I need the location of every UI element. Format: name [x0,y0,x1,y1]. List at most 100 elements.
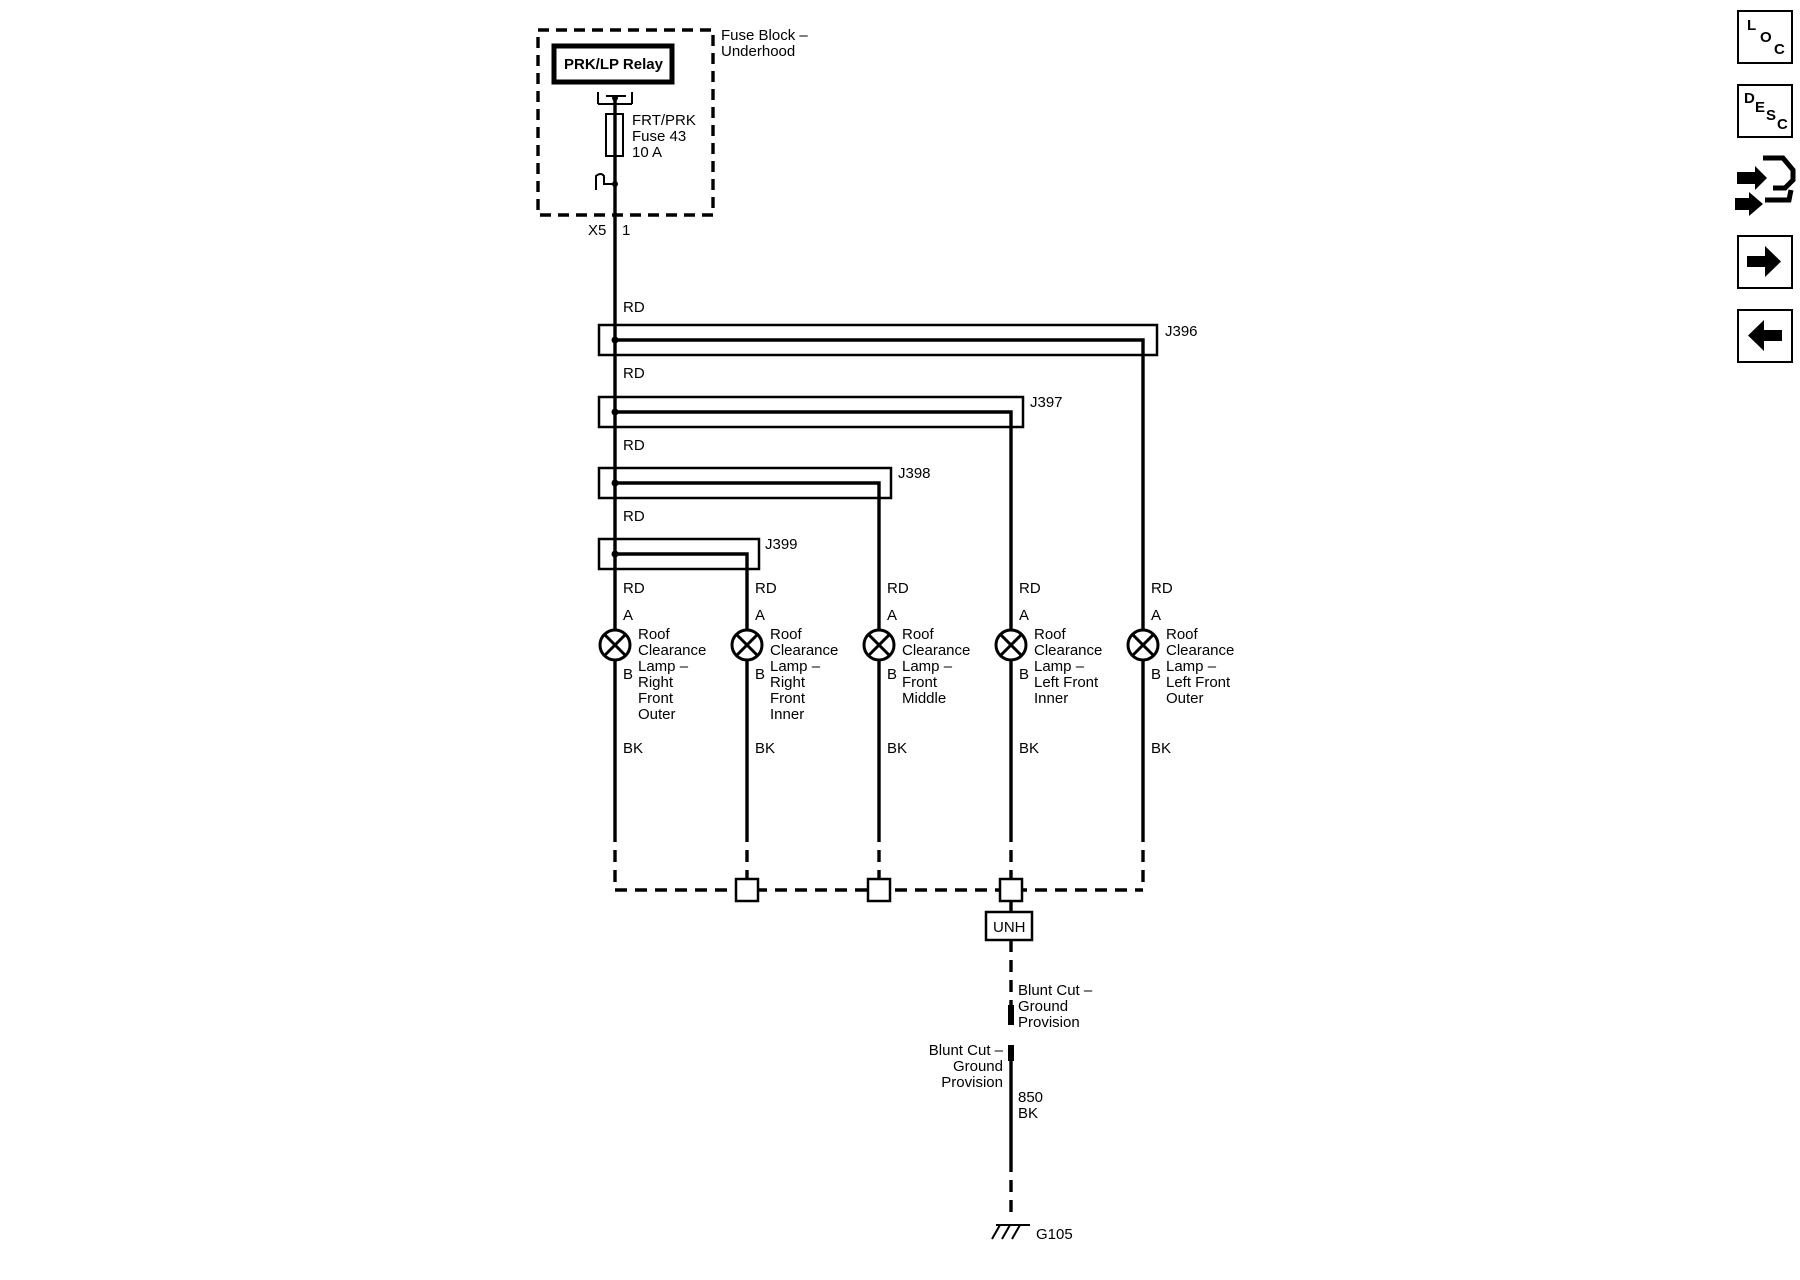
ground-point-label: G105 [1036,1226,1073,1243]
lamp-name-line-2: Clearance [1034,642,1102,659]
lamp-name-line-5: Outer [1166,690,1204,707]
lamp-name-line-4: Front [902,674,938,691]
lamp-name-line-6: Inner [770,706,804,723]
prk-lp-relay-box [551,43,675,85]
lamp-name-line-5: Inner [1034,690,1068,707]
splice-j398-label: J398 [898,465,931,482]
connector-x5-label: X5 [588,222,606,239]
splice-j396-label: J396 [1165,323,1198,340]
loc-letter-o: O [1760,29,1772,46]
lamp-name-line-2: Clearance [1166,642,1234,659]
lamp-name-line-1: Roof [902,626,935,643]
splice-j399: J399 [597,536,798,830]
lamp-name-line-3: Lamp – [770,658,821,675]
location-button[interactable]: L O C [1737,10,1793,64]
lamp-name-line-1: Roof [1166,626,1199,643]
lamp-feed-color-label: RD [1151,580,1173,597]
desc-letter-d: D [1744,90,1755,107]
trunk-color-label-4: RD [623,508,645,525]
terminal-hook-symbol [595,173,615,190]
blunt-cut-lower-line1: Blunt Cut – [929,1042,1004,1059]
fuse-label-line1: FRT/PRK [632,112,696,129]
blunt-cut-upper-symbol [1008,1005,1014,1025]
next-page-button[interactable] [1737,235,1793,289]
desc-letter-c: C [1777,116,1788,133]
lamp-name-line-5: Middle [902,690,946,707]
unh-box [984,910,1034,942]
lamp-name-line-2: Clearance [638,642,706,659]
ground-circuit-number: 850 [1018,1089,1043,1106]
lamp-pin-a-label: A [1151,607,1161,624]
ground-bus-connector-1 [734,877,760,903]
blunt-cut-lower-line3: Provision [941,1074,1003,1091]
desc-letter-e: E [1755,99,1766,116]
blunt-cut-lower-line2: Ground [953,1058,1003,1075]
splice-j399-label: J399 [765,536,798,553]
lamp-name-line-2: Clearance [902,642,970,659]
lamp-feed-color-label: RD [755,580,777,597]
lamp-name-line-3: Lamp – [1166,658,1217,675]
ground-bus-connector-2 [866,877,892,903]
previous-page-button[interactable] [1737,309,1793,363]
lamp-ground-color-label: BK [1019,740,1039,757]
blunt-cut-upper-line3: Provision [1018,1014,1080,1031]
blunt-cut-upper-line2: Ground [1018,998,1068,1015]
blunt-cut-lower-symbol [1008,1045,1014,1061]
splice-j397-label: J397 [1030,394,1063,411]
ground-circuit-color: BK [1018,1105,1038,1122]
trunk-color-label-2: RD [623,365,645,382]
lamp-ground-color-label: BK [623,740,643,757]
lamp-pin-a-label: A [755,607,765,624]
blunt-cut-upper-line1: Blunt Cut – [1018,982,1093,999]
fuse-label-line3: 10 A [632,144,662,161]
lamp-pin-a-label: A [887,607,897,624]
desc-letter-s: S [1766,107,1777,124]
lamp-pin-b-label: B [755,666,765,683]
connector-end-view-icon[interactable] [1733,152,1797,220]
lamp-name-line-5: Front [638,690,674,707]
lamp-name-line-4: Left Front [1034,674,1099,691]
lamp-feed-color-label: RD [623,580,645,597]
lamp-name-line-3: Lamp – [902,658,953,675]
trunk-color-label-3: RD [623,437,645,454]
lamp-name-line-1: Roof [1034,626,1067,643]
splice-j397: J397 [597,394,1063,830]
lamp-name-line-3: Lamp – [638,658,689,675]
ground-bus-connector-3 [998,877,1024,903]
lamp-pin-b-label: B [623,666,633,683]
lamp-name-line-2: Clearance [770,642,838,659]
lamp-ground-color-label: BK [1151,740,1171,757]
fuse-block-label-line2: Underhood [721,43,795,60]
arrow-right-icon [1747,246,1781,277]
unh-label: UNH [993,919,1026,936]
connector-pin-1-label: 1 [622,222,630,239]
lamp-name-line-4: Right [638,674,674,691]
ground-symbol [991,1224,1030,1240]
ground-bus [613,830,1145,903]
lamp-name-line-5: Front [770,690,806,707]
splice-j396: J396 [597,323,1198,830]
lamp-name-line-4: Left Front [1166,674,1231,691]
lamp-feed-color-label: RD [887,580,909,597]
lamp-name-line-1: Roof [770,626,803,643]
fuse-block-label-line1: Fuse Block – [721,27,808,44]
lamp-name-line-3: Lamp – [1034,658,1085,675]
loc-letter-c: C [1774,41,1785,58]
lamp-name-line-1: Roof [638,626,671,643]
lamp-pin-b-label: B [1151,666,1161,683]
relay-output-terminal [597,92,633,105]
lamp-ground-color-label: BK [755,740,775,757]
lamp-name-line-4: Right [770,674,806,691]
description-button[interactable]: D E S C [1737,84,1793,138]
lamp-feed-color-label: RD [1019,580,1041,597]
lamp-pin-b-label: B [1019,666,1029,683]
lamp-pin-b-label: B [887,666,897,683]
loc-letter-l: L [1747,17,1757,34]
